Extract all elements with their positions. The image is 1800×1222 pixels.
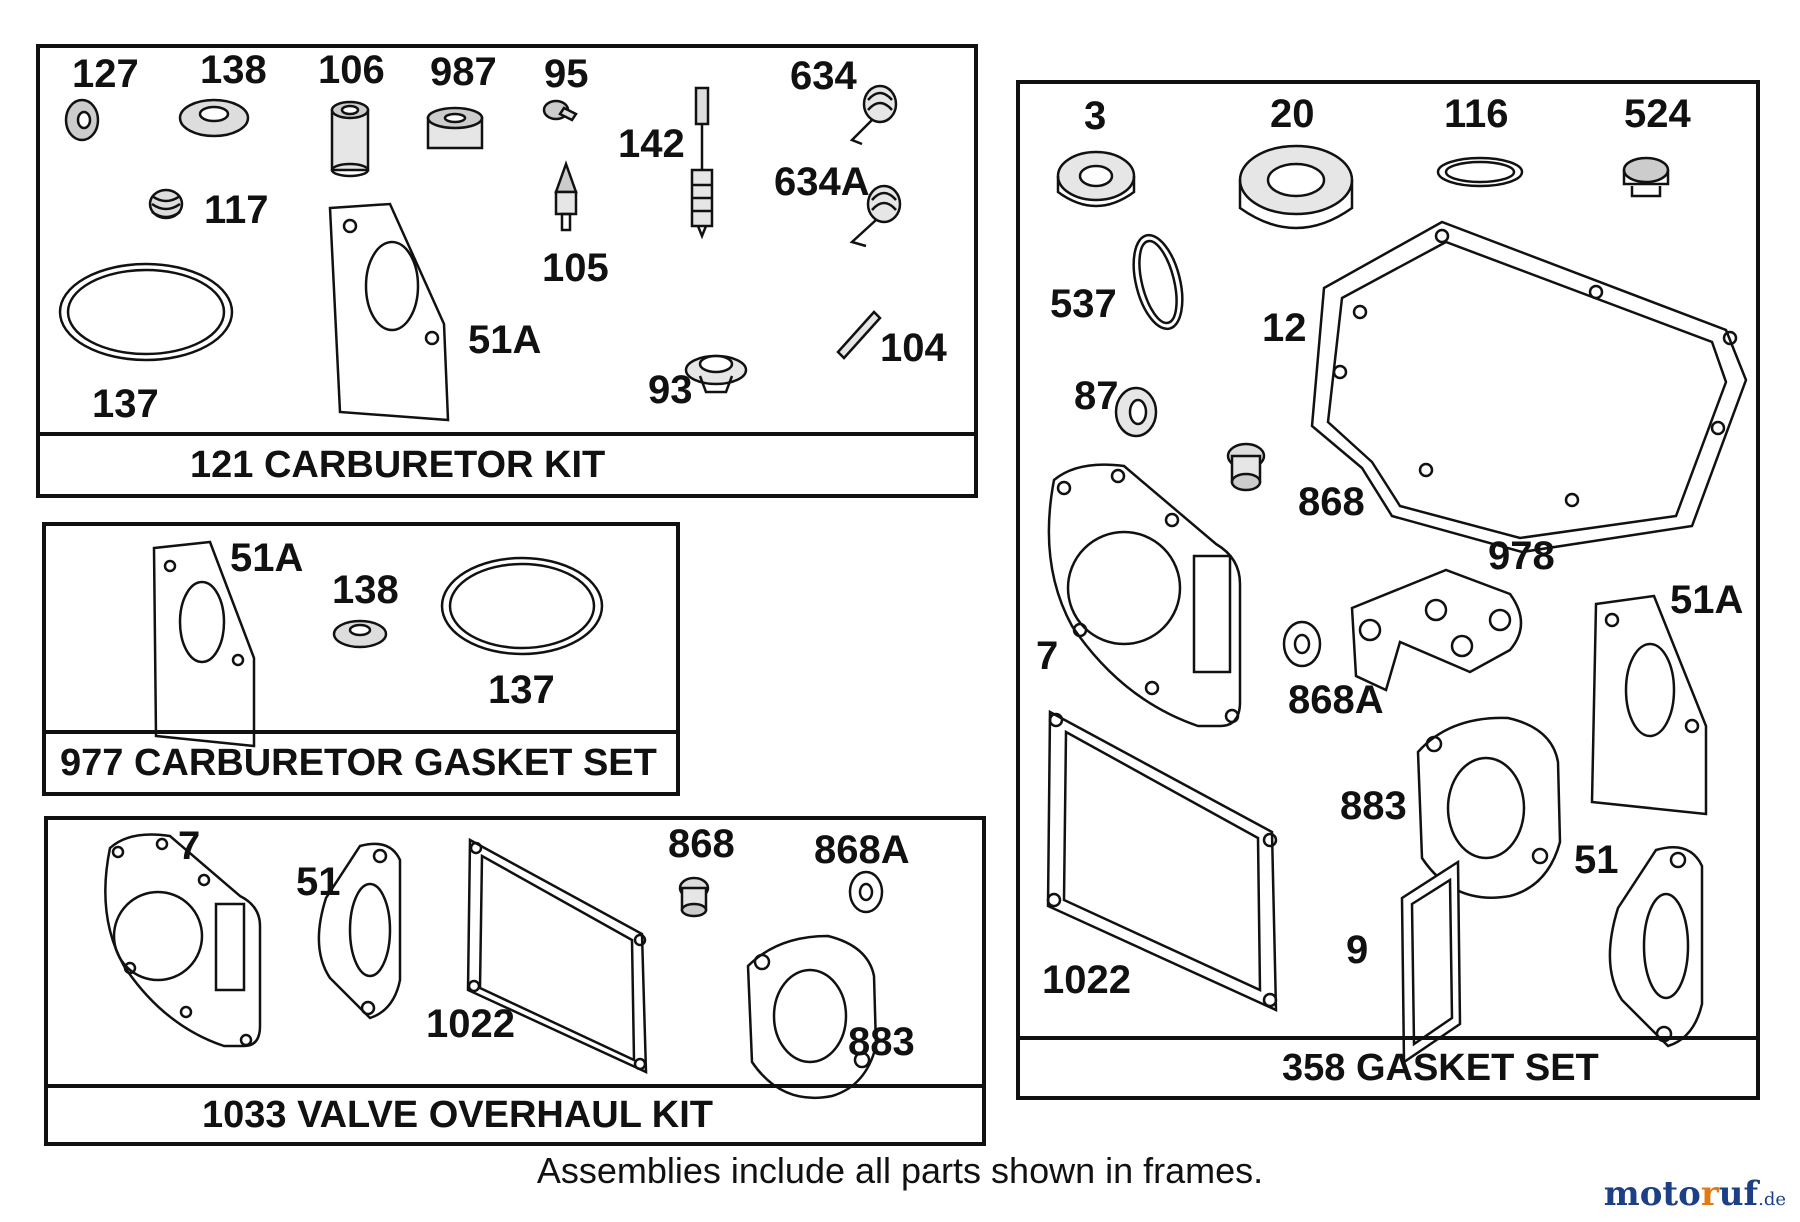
- part-127-washer-drawing: [64, 98, 100, 142]
- part-label: 634: [790, 54, 857, 98]
- part-label: 51: [1574, 838, 1619, 882]
- brand-name-accent: r: [1700, 1174, 1719, 1214]
- part-883-exhaust-gasket-large-drawing: [1416, 716, 1562, 899]
- part-7-head-gasket-drawing: [104, 833, 262, 1048]
- frame-title-valve-overhaul-kit: 1033 VALVE OVERHAUL KIT: [48, 1084, 982, 1142]
- frame-title-carburetor-gasket-set: 977 CARBURETOR GASKET SET: [46, 730, 676, 792]
- part-95-screw-drawing: [542, 99, 578, 122]
- part-883-exhaust-gasket-drawing: [746, 934, 878, 1100]
- part-label: 987: [430, 50, 497, 94]
- part-116-seal-drawing: [1436, 156, 1524, 188]
- part-label: 95: [544, 52, 589, 96]
- part-868a-washer-large-drawing: [1282, 620, 1322, 668]
- part-label: 9: [1346, 928, 1369, 972]
- part-label: 524: [1624, 92, 1691, 136]
- part-634-spring-drawing: [849, 84, 898, 146]
- part-label: 978: [1488, 534, 1555, 578]
- part-9-gasket-drawing: [1400, 859, 1462, 1065]
- part-label: 127: [72, 52, 139, 96]
- part-label: 137: [92, 382, 159, 426]
- part-137-oring-drawing: [58, 262, 234, 362]
- part-12-crankcase-gasket-drawing: [1310, 220, 1748, 554]
- part-51a-gasket-large-drawing: [1590, 594, 1708, 816]
- part-93-seat-drawing: [684, 354, 748, 394]
- brand-name-prefix: moto: [1603, 1174, 1701, 1214]
- part-117-spring-drawing: [148, 188, 184, 220]
- part-label: 51: [296, 860, 341, 904]
- part-label: 537: [1050, 282, 1117, 326]
- part-label: 106: [318, 48, 385, 92]
- frame-valve-overhaul-kit: 1033 VALVE OVERHAUL KIT: [44, 816, 986, 1146]
- part-7-head-gasket-large-drawing: [1047, 463, 1242, 728]
- part-label: 868: [1298, 480, 1365, 524]
- part-987-spacer-drawing: [426, 106, 484, 150]
- brand-watermark: motoruf.de: [1604, 1174, 1786, 1214]
- part-label: 105: [542, 246, 609, 290]
- part-537-oring-drawing: [1132, 233, 1184, 331]
- part-label: 104: [880, 326, 947, 370]
- part-634a-spring-drawing: [849, 184, 902, 248]
- frame-title-carburetor-kit: 121 CARBURETOR KIT: [40, 432, 974, 494]
- part-label: 1022: [426, 1002, 515, 1046]
- part-label: 51A: [230, 536, 304, 580]
- part-label: 51A: [1670, 578, 1744, 622]
- part-label: 868A: [1288, 678, 1384, 722]
- part-label: 51A: [468, 318, 542, 362]
- part-label: 3: [1084, 94, 1107, 138]
- part-label: 7: [1036, 634, 1059, 678]
- part-label: 142: [618, 122, 685, 166]
- part-label: 87: [1074, 374, 1119, 418]
- part-51-gasket-drawing: [317, 842, 402, 1020]
- footer-note: Assemblies include all parts shown in fr…: [536, 1150, 1264, 1191]
- part-868-valve-seal-large-drawing: [1226, 442, 1266, 492]
- part-1022-cover-gasket-drawing: [466, 837, 648, 1074]
- part-label: 12: [1262, 306, 1307, 350]
- part-label: 883: [1340, 784, 1407, 828]
- part-label: 7: [178, 824, 201, 868]
- part-105-needle-valve-drawing: [554, 160, 578, 232]
- part-138-washer-small-drawing: [332, 619, 388, 649]
- part-label: 138: [200, 48, 267, 92]
- part-label: 93: [648, 368, 693, 412]
- part-label: 868A: [814, 828, 910, 872]
- part-87-seal-drawing: [1114, 386, 1158, 438]
- frame-carburetor-kit: 121 CARBURETOR KIT: [36, 44, 978, 498]
- part-label: 634A: [774, 160, 870, 204]
- part-label: 137: [488, 668, 555, 712]
- part-106-bushing-drawing: [330, 100, 370, 178]
- part-524-plug-drawing: [1622, 156, 1670, 198]
- part-868a-washer-drawing: [848, 870, 884, 914]
- part-137-oring-small-drawing: [440, 556, 604, 656]
- frame-carburetor-gasket-set: 977 CARBURETOR GASKET SET: [42, 522, 680, 796]
- part-label: 883: [848, 1020, 915, 1064]
- part-51a-gasket-drawing: [328, 202, 450, 422]
- part-138-washer-drawing: [178, 98, 250, 138]
- part-label: 138: [332, 568, 399, 612]
- frame-title-gasket-set: 358 GASKET SET: [1020, 1036, 1756, 1096]
- part-978-bracket-drawing: [1350, 568, 1523, 692]
- part-142-needle-drawing: [690, 86, 714, 240]
- part-label: 868: [668, 822, 735, 866]
- part-104-pin-drawing: [836, 310, 882, 360]
- part-51a-gasket-small-drawing: [152, 540, 256, 748]
- part-1022-cover-gasket-large-drawing: [1046, 709, 1278, 1012]
- part-label: 1022: [1042, 958, 1131, 1002]
- part-3-oil-seal-drawing: [1056, 150, 1136, 208]
- brand-name-suffix: uf: [1718, 1174, 1759, 1214]
- part-label: 116: [1444, 92, 1509, 136]
- brand-tld: .de: [1758, 1189, 1786, 1210]
- part-label: 20: [1270, 92, 1315, 136]
- part-20-oil-seal-drawing: [1238, 144, 1354, 230]
- frame-gasket-set: 358 GASKET SET: [1016, 80, 1760, 1100]
- part-868-valve-seal-drawing: [678, 876, 710, 918]
- part-51-gasket-large-drawing: [1608, 846, 1704, 1048]
- part-label: 117: [204, 188, 269, 232]
